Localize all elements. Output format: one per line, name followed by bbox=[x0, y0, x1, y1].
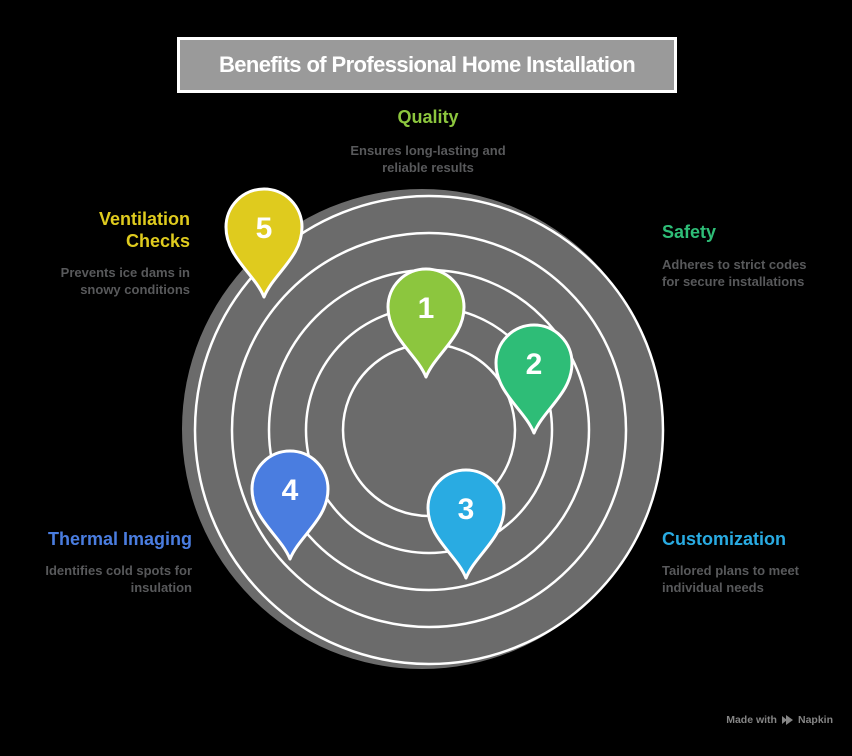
pin-2-number: 2 bbox=[526, 348, 543, 381]
pin-4-shape bbox=[250, 449, 330, 561]
title-banner: Benefits of Professional Home Installati… bbox=[177, 37, 677, 93]
made-with-text: Made with bbox=[726, 714, 777, 726]
pin-4: 4 bbox=[250, 449, 330, 561]
pin-1-shape bbox=[386, 267, 466, 379]
napkin-brand-text: Napkin bbox=[797, 714, 833, 726]
pin-3: 3 bbox=[426, 468, 506, 580]
pin-2-shape bbox=[494, 323, 574, 435]
label-customization: Customization bbox=[662, 529, 786, 549]
label-safety: Safety bbox=[662, 222, 717, 242]
made-with-napkin-credit: Made with Napkin bbox=[726, 714, 833, 726]
description-ventilation-checks: Prevents ice dams in snowy conditions bbox=[60, 265, 190, 297]
pin-3-number: 3 bbox=[458, 493, 475, 526]
label-quality: Quality bbox=[397, 107, 459, 127]
pin-2: 2 bbox=[494, 323, 574, 435]
pin-1-number: 1 bbox=[418, 292, 435, 325]
description-thermal-imaging: Identifies cold spots for insulation bbox=[45, 563, 192, 595]
description-safety: Adheres to strict codes for secure insta… bbox=[662, 257, 807, 289]
label-ventilation-checks: Ventilation Checks bbox=[98, 209, 190, 251]
pin-5: 5 bbox=[224, 187, 304, 299]
pin-3-shape bbox=[426, 468, 506, 580]
outer-disk bbox=[182, 189, 662, 669]
ring-5 bbox=[193, 194, 665, 666]
napkin-logo-icon bbox=[781, 715, 793, 725]
page-title: Benefits of Professional Home Installati… bbox=[218, 52, 636, 77]
label-thermal-imaging: Thermal Imaging bbox=[47, 529, 192, 549]
pin-4-number: 4 bbox=[282, 474, 299, 507]
description-customization: Tailored plans to meet individual needs bbox=[662, 563, 800, 595]
pin-5-shape bbox=[224, 187, 304, 299]
ring-4 bbox=[230, 231, 628, 629]
pin-1: 1 bbox=[386, 267, 466, 379]
description-quality: Ensures long-lasting and reliable result… bbox=[350, 143, 506, 175]
pin-5-number: 5 bbox=[256, 212, 273, 245]
